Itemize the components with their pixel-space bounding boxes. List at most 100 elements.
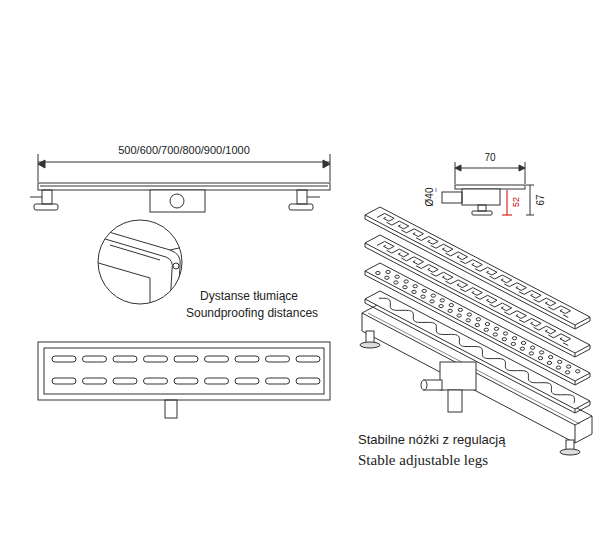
meander-pattern: [554, 306, 571, 314]
meander-pattern: [465, 260, 482, 268]
perforation: [538, 357, 542, 360]
top-view: [38, 342, 330, 418]
perforation: [449, 304, 453, 307]
width-dimension: 70: [484, 152, 495, 164]
meander-pattern: [451, 252, 468, 260]
drain-slot: [113, 378, 137, 384]
perforation: [557, 360, 561, 363]
perforation: [529, 352, 533, 355]
perforation: [556, 366, 560, 369]
drain-slot: [144, 356, 168, 362]
perforation: [548, 356, 552, 359]
meander-pattern: [519, 292, 524, 295]
perforation: [376, 271, 380, 274]
meander-pattern: [490, 304, 495, 307]
drain-slot: [205, 356, 229, 362]
perforation: [547, 361, 551, 364]
drain-slot: [174, 378, 198, 384]
perforation: [466, 319, 470, 322]
meander-pattern: [431, 245, 436, 248]
meander-pattern: [475, 269, 480, 272]
perforation: [386, 270, 390, 273]
perforation: [476, 318, 480, 321]
drain-slot: [52, 356, 76, 362]
perforation: [457, 314, 461, 317]
perforation: [475, 323, 479, 326]
perforation: [404, 280, 408, 283]
drain-slot: [113, 356, 137, 362]
meander-pattern: [563, 343, 568, 346]
meander-pattern: [534, 299, 539, 302]
perforation: [494, 327, 498, 330]
drain-slot: [144, 378, 168, 384]
perforation: [440, 299, 444, 302]
perforation: [503, 332, 507, 335]
meander-pattern: [401, 230, 406, 233]
perforation: [385, 276, 389, 279]
meander-pattern: [445, 281, 450, 284]
meander-pattern: [504, 284, 509, 287]
meander-pattern: [436, 244, 453, 252]
perforation: [403, 286, 407, 289]
meander-pattern: [416, 238, 421, 241]
exploded-view: [360, 207, 592, 455]
perforation: [493, 333, 497, 336]
meander-pattern: [490, 276, 495, 279]
meander-pattern: [495, 275, 512, 283]
meander-pattern: [445, 253, 450, 256]
meander-pattern: [436, 272, 453, 280]
side-view: [30, 154, 330, 212]
meander-pattern: [401, 258, 406, 261]
perforation: [521, 341, 525, 344]
perforation: [502, 338, 506, 341]
callout-text: Stable adjustable legs: [358, 452, 488, 469]
meander-pattern: [509, 283, 526, 291]
profile-detail: [95, 220, 188, 310]
perforation: [394, 281, 398, 284]
drain-slot: [235, 356, 259, 362]
meander-pattern: [495, 303, 512, 311]
meander-pattern: [431, 273, 436, 276]
height-dimension: 67: [535, 194, 547, 205]
perforation: [421, 295, 425, 298]
meander-pattern: [407, 257, 424, 265]
height-dimension: 52: [511, 197, 521, 207]
meander-pattern: [392, 249, 409, 257]
perforation: [484, 328, 488, 331]
callout-text: Soundproofing distances: [186, 307, 318, 321]
perforation: [539, 351, 543, 354]
meander-pattern: [392, 221, 409, 229]
meander-pattern: [524, 290, 541, 298]
meander-pattern: [548, 307, 553, 310]
perforation: [485, 322, 489, 325]
meander-pattern: [539, 326, 556, 334]
perforation: [565, 371, 569, 374]
meander-pattern: [460, 261, 465, 264]
meander-pattern: [475, 297, 480, 300]
outlet-diameter: Ø40: [424, 188, 436, 207]
meander-pattern: [504, 312, 509, 315]
meander-pattern: [421, 265, 438, 273]
meander-pattern: [534, 327, 539, 330]
meander-pattern: [407, 229, 424, 237]
drain-slot: [266, 378, 290, 384]
drain-slot: [52, 378, 76, 384]
meander-pattern: [387, 250, 392, 253]
drain-slot: [266, 356, 290, 362]
meander-pattern: [416, 266, 421, 269]
meander-pattern: [377, 241, 394, 249]
section-view: [436, 162, 534, 215]
perforation: [520, 347, 524, 350]
callout-text: Dystanse tłumiące: [200, 290, 298, 304]
meander-pattern: [460, 289, 465, 292]
meander-pattern: [465, 288, 482, 296]
drain-slot: [296, 378, 320, 384]
meander-pattern: [377, 213, 394, 221]
perforation: [412, 290, 416, 293]
meander-pattern: [554, 334, 571, 342]
perforation: [413, 285, 417, 288]
length-dimension: 500/600/700/800/900/1000: [118, 144, 250, 157]
meander-pattern: [524, 318, 541, 326]
